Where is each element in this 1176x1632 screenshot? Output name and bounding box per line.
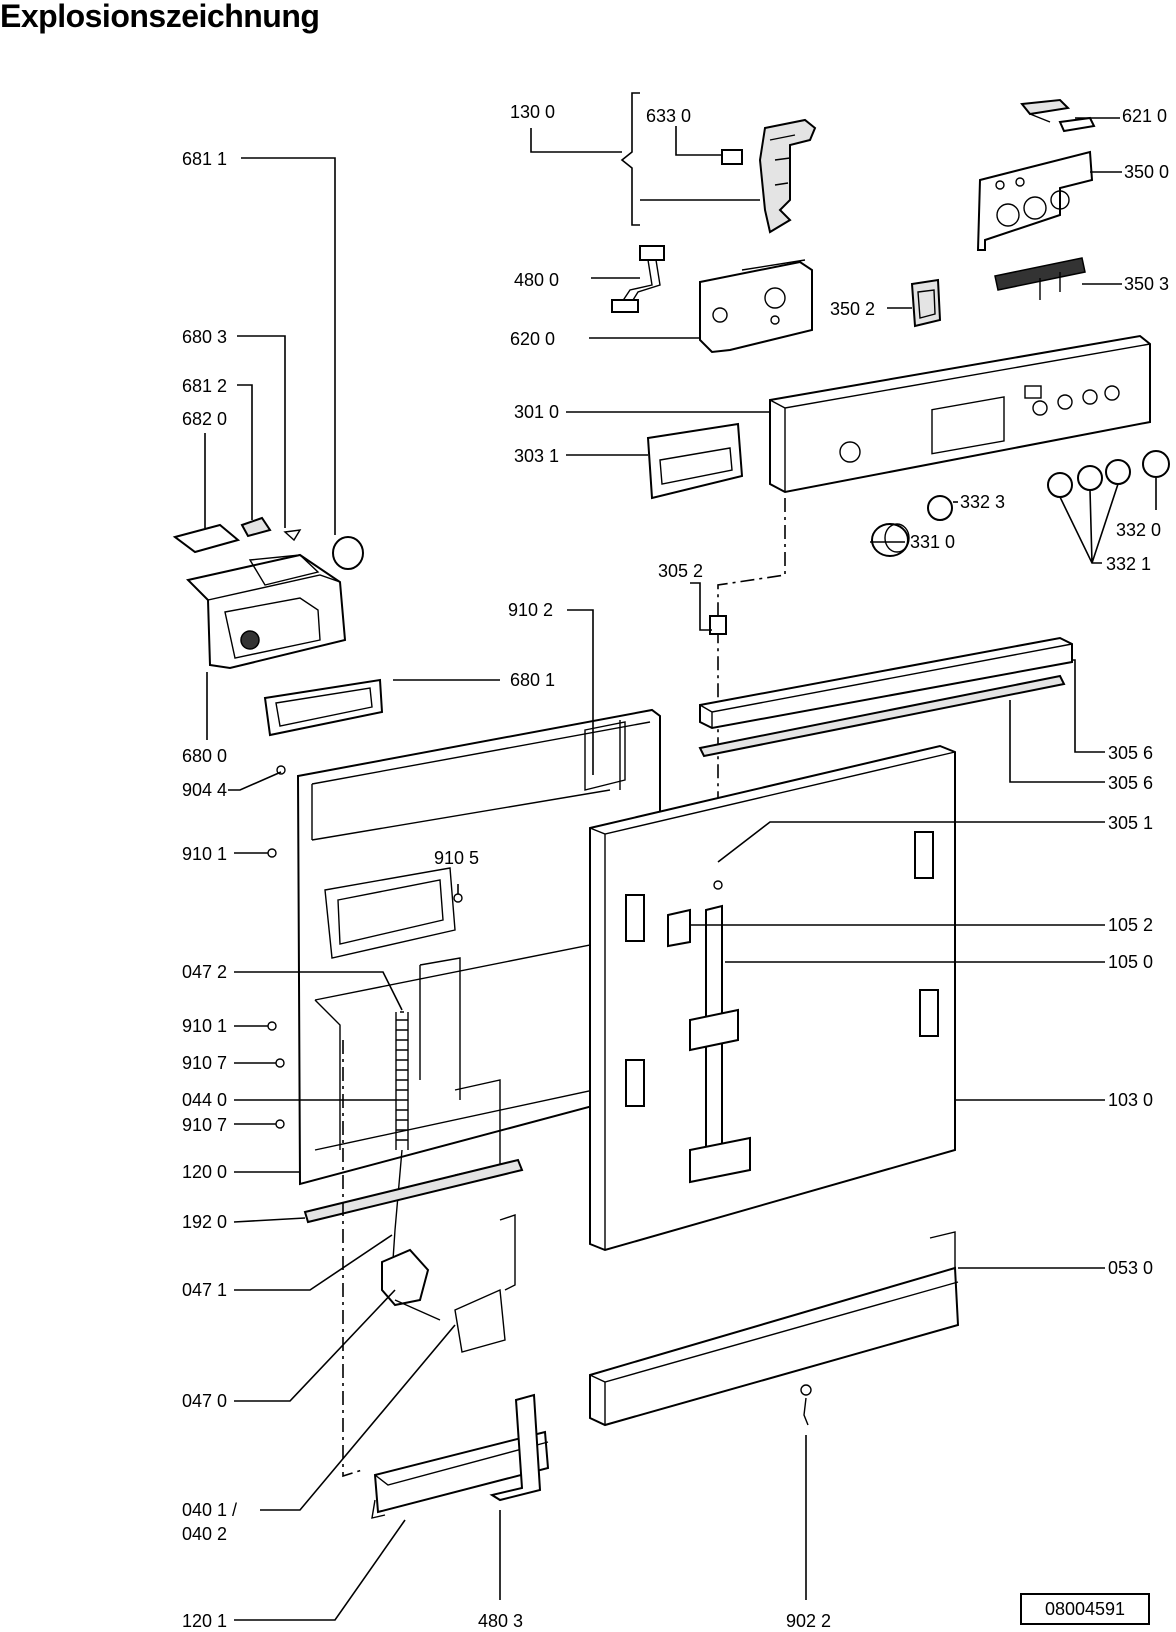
callout-120-1: 120 1	[182, 1611, 227, 1631]
callout-910-5: 910 5	[434, 848, 479, 868]
callout-105-0: 105 0	[1108, 952, 1153, 972]
callout-350-3: 350 3	[1124, 274, 1169, 294]
callout-130-0: 130 0	[510, 102, 555, 122]
part-305-6-rails	[698, 636, 1073, 758]
callout-332-1: 332 1	[1106, 554, 1151, 574]
part-350-0	[976, 150, 1094, 251]
part-bracket-assembly	[620, 92, 817, 234]
callout-681-1: 681 1	[182, 149, 227, 169]
callout-910-7-upper: 910 7	[182, 1053, 227, 1073]
callout-301-0: 301 0	[514, 402, 559, 422]
part-620-0	[699, 259, 813, 354]
callout-910-2: 910 2	[508, 600, 553, 620]
callout-904-4: 904 4	[182, 780, 227, 800]
part-hinge-047	[381, 1214, 516, 1353]
callout-192-0: 192 0	[182, 1212, 227, 1232]
callout-103-0: 103 0	[1108, 1090, 1153, 1110]
callout-305-6-upper: 305 6	[1108, 743, 1153, 763]
callout-105-2: 105 2	[1108, 915, 1153, 935]
callout-350-2: 350 2	[830, 299, 875, 319]
callout-047-1: 047 1	[182, 1280, 227, 1300]
callout-620-0: 620 0	[510, 329, 555, 349]
callout-680-1: 680 1	[510, 670, 555, 690]
assembly-axis-line	[342, 1040, 363, 1478]
part-350-3	[994, 257, 1086, 300]
callout-040-1: 040 1 /	[182, 1500, 237, 1520]
callout-305-2: 305 2	[658, 561, 703, 581]
part-strip-192-0	[303, 1158, 524, 1224]
callout-120-0: 120 0	[182, 1162, 227, 1182]
callout-044-0: 044 0	[182, 1090, 227, 1110]
callout-047-0: 047 0	[182, 1391, 227, 1411]
callout-053-0: 053 0	[1108, 1258, 1153, 1278]
callout-910-1-upper: 910 1	[182, 844, 227, 864]
part-480-0	[611, 245, 665, 313]
callout-480-3: 480 3	[478, 1611, 523, 1631]
part-350-2	[910, 278, 942, 328]
callout-303-1: 303 1	[514, 446, 559, 466]
part-303-1	[646, 422, 744, 500]
callout-labels: 130 0 633 0 621 0 350 0 681 1 480 0 350 …	[182, 102, 1169, 1631]
callout-910-1-lower: 910 1	[182, 1016, 227, 1036]
callout-682-0: 682 0	[182, 409, 227, 429]
part-621-0	[1020, 98, 1096, 133]
part-control-panel-301-0	[769, 334, 1151, 494]
callout-633-0: 633 0	[646, 106, 691, 126]
callout-681-2: 681 2	[182, 376, 227, 396]
leader-lines	[204, 117, 1157, 1621]
callout-902-2: 902 2	[786, 1611, 831, 1631]
callout-040-2: 040 2	[182, 1524, 227, 1544]
callout-910-7-lower: 910 7	[182, 1115, 227, 1135]
callout-305-6-lower: 305 6	[1108, 773, 1153, 793]
callout-350-0: 350 0	[1124, 162, 1169, 182]
callout-332-3: 332 3	[960, 492, 1005, 512]
callout-305-1: 305 1	[1108, 813, 1153, 833]
part-screw-902-2	[803, 1397, 809, 1426]
page-title: Explosionszeichnung	[0, 0, 320, 34]
part-bottom-bracket	[371, 1393, 550, 1519]
part-outer-door-103-0	[589, 744, 956, 1252]
part-plate-053-0	[589, 1231, 960, 1427]
callout-331-0: 331 0	[910, 532, 955, 552]
callout-480-0: 480 0	[514, 270, 559, 290]
document-number: 08004591	[1020, 1593, 1150, 1625]
callout-680-3: 680 3	[182, 327, 227, 347]
callout-621-0: 621 0	[1122, 106, 1167, 126]
part-seal-680-1	[263, 678, 384, 737]
callout-680-0: 680 0	[182, 746, 227, 766]
callout-047-2: 047 2	[182, 962, 227, 982]
part-dispenser-680	[172, 516, 364, 670]
callout-332-0: 332 0	[1116, 520, 1161, 540]
